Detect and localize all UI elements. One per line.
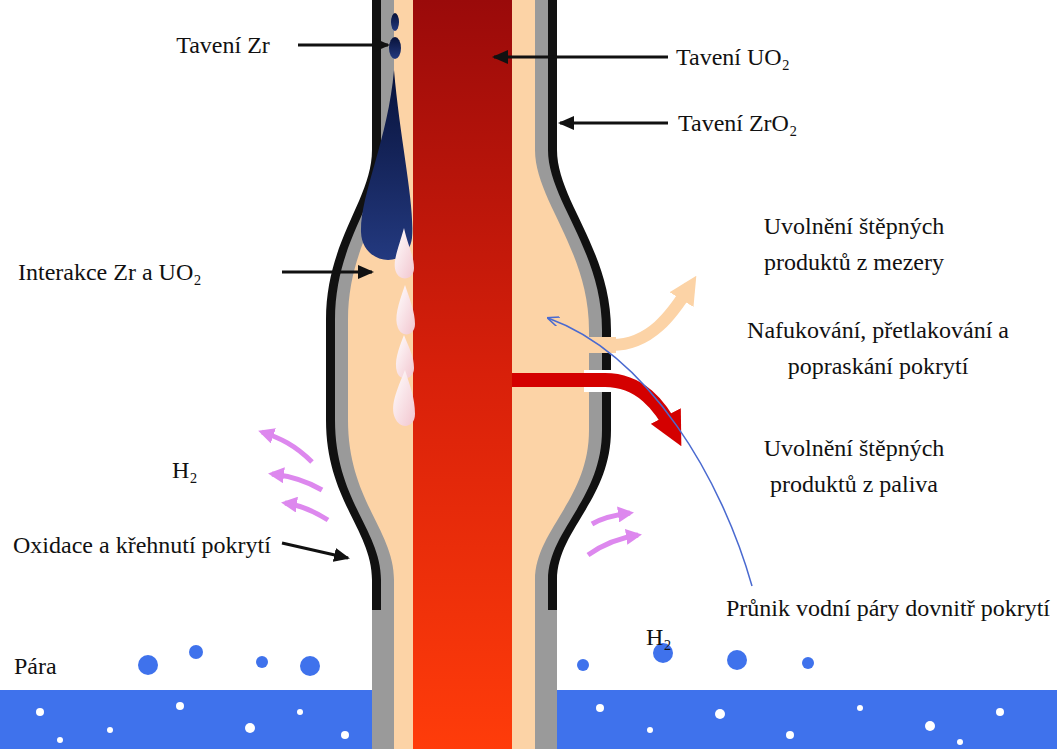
leader-arrow — [282, 271, 372, 274]
leader-arrow — [494, 56, 668, 59]
interaction-drop — [395, 228, 414, 278]
steam-drop — [300, 656, 320, 676]
label: H₂ — [646, 619, 672, 655]
water-bubble — [647, 727, 653, 733]
leader-arrow — [282, 543, 348, 558]
leader-arrows — [282, 45, 668, 558]
label: Uvolnění štěpných produktů z paliva — [723, 430, 985, 502]
fuel-pellet-column — [413, 0, 512, 749]
water-bubble — [957, 739, 963, 745]
steam-drop — [138, 655, 158, 675]
interaction-drop — [393, 370, 415, 426]
label: Nafukování, přetlakování a popraskání po… — [706, 312, 1050, 384]
label: H₂ — [172, 452, 198, 488]
water-bubble — [857, 705, 863, 711]
label: Tavení ZrO₂ — [678, 105, 797, 141]
steam-drop — [802, 657, 814, 669]
water-bubble — [297, 709, 303, 715]
water-bubble — [996, 708, 1004, 716]
water-bubble — [925, 721, 935, 731]
label: Oxidace a křehnutí pokrytí — [4, 527, 280, 563]
gap-release-arrow — [560, 286, 690, 345]
steam-drop — [727, 650, 747, 670]
hydrogen-arrow — [592, 513, 630, 524]
hydrogen-arrows — [262, 432, 638, 555]
leader-arrow — [298, 44, 388, 47]
steam-drop — [577, 659, 589, 671]
zr-drop — [389, 37, 401, 59]
fuel-release-arrow — [512, 380, 674, 432]
steam-ingress-line — [548, 318, 752, 586]
water-bubble — [245, 723, 255, 733]
hydrogen-arrow — [262, 432, 312, 462]
water-bubble — [57, 737, 63, 743]
zr-drop — [391, 13, 399, 31]
label: Uvolnění štěpných produktů z mezery — [723, 208, 985, 280]
water-bubble — [36, 708, 44, 716]
water-bubble — [596, 704, 604, 712]
interaction-drop — [396, 285, 415, 334]
water-bubble — [107, 727, 113, 733]
label: Tavení Zr — [153, 27, 293, 63]
hydrogen-arrow — [272, 474, 322, 490]
water-bubble — [786, 731, 794, 739]
steam-drop — [256, 656, 268, 668]
hydrogen-arrow — [285, 503, 328, 520]
label: Průnik vodní páry dovnitř pokrytí — [725, 590, 1051, 626]
label: Interakce Zr a UO₂ — [18, 254, 202, 290]
hydrogen-arrow — [588, 535, 638, 555]
label: Tavení UO₂ — [676, 39, 790, 75]
water-bubble — [715, 709, 725, 719]
water-bubble — [341, 731, 349, 739]
steam-drop — [189, 645, 203, 659]
water-bubble — [176, 702, 184, 710]
leader-arrow — [560, 122, 668, 125]
label: Pára — [14, 648, 57, 684]
